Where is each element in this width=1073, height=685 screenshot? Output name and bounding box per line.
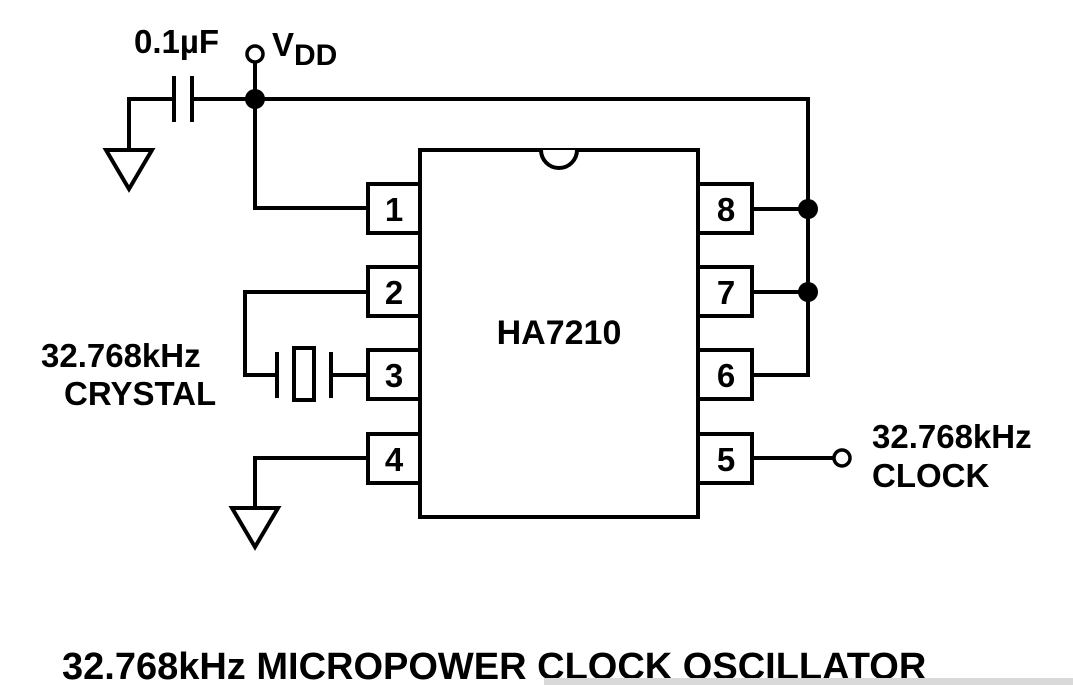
capacitor-ground-icon (102, 148, 156, 193)
crystal-frequency-label: 32.768kHz (41, 337, 201, 374)
clock-frequency-label: 32.768kHz (872, 418, 1032, 455)
crystal (243, 290, 370, 402)
pin4-ground-wire (253, 456, 370, 510)
pin-box-2 (366, 265, 422, 318)
clock-output (750, 448, 852, 468)
pin4-ground-icon (228, 506, 282, 551)
pin-number-3: 3 (385, 357, 403, 394)
chip-name: HA7210 (497, 314, 622, 352)
clock-word-label: CLOCK (872, 457, 989, 494)
chip-body (418, 148, 700, 519)
vdd-label: VDD (272, 26, 337, 72)
vdd-rail (245, 44, 810, 377)
pins-6-7-8-bridge (750, 199, 818, 377)
pin-number-6: 6 (717, 357, 735, 394)
pin-box-1 (366, 182, 422, 235)
pin-box-4 (366, 432, 422, 485)
capacitor-value-label: 0.1µF (134, 23, 219, 60)
pin-box-6 (696, 348, 754, 401)
pin-box-3 (366, 348, 422, 401)
horizontal-scrollbar[interactable] (544, 678, 1073, 685)
pin-number-5: 5 (717, 441, 735, 478)
pin8-junction-dot (798, 199, 818, 219)
vdd-terminal (245, 44, 265, 64)
vdd-label-subscript: DD (294, 39, 337, 72)
chip-notch (539, 149, 579, 170)
pin-box-5 (696, 432, 754, 485)
bypass-capacitor (127, 76, 257, 152)
pin-number-7: 7 (717, 274, 735, 311)
pin-box-8 (696, 182, 754, 235)
vdd-label-main: V (272, 26, 294, 63)
pin-number-1: 1 (385, 191, 403, 228)
pin-number-2: 2 (385, 274, 403, 311)
pin-number-4: 4 (385, 441, 404, 478)
pin-number-8: 8 (717, 191, 735, 228)
pin7-junction-dot (798, 282, 818, 302)
pin-box-7 (696, 265, 754, 318)
clock-terminal (832, 448, 852, 468)
crystal-word-label: CRYSTAL (64, 375, 216, 412)
